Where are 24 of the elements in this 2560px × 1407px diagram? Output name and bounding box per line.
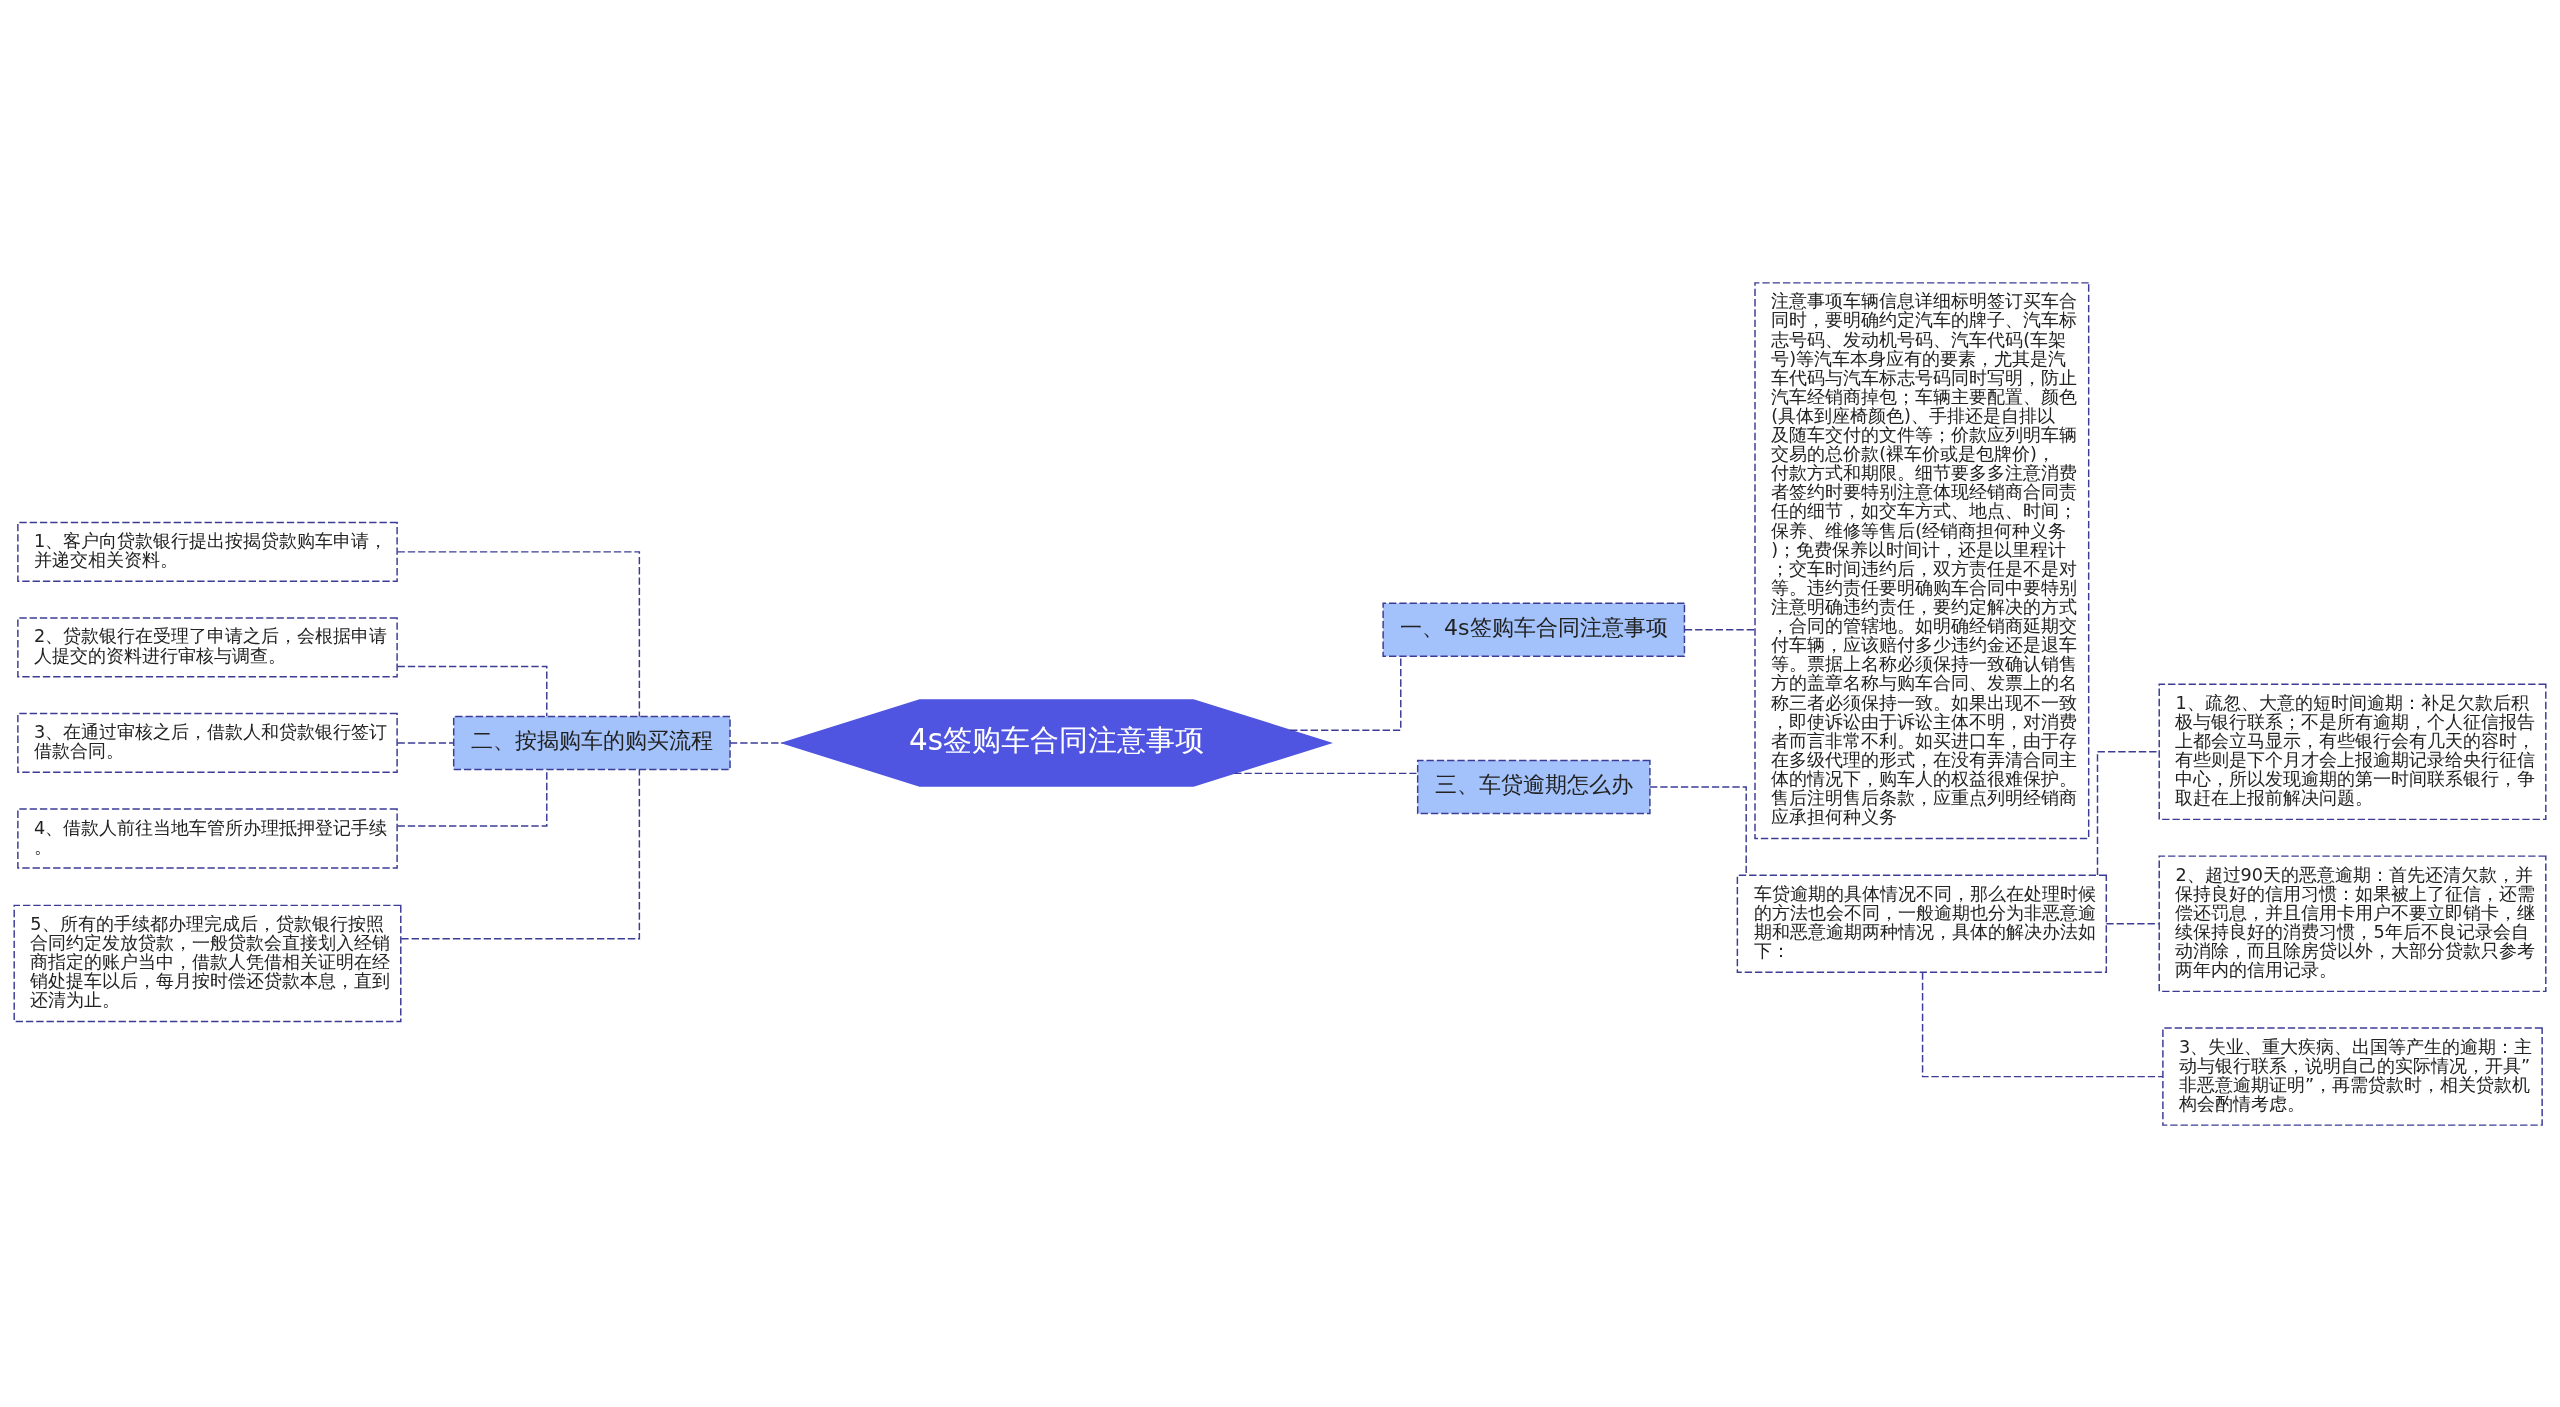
connector (396, 665, 548, 717)
connector (1649, 785, 1747, 876)
node-box: 注意事项车辆信息详细标明签订买车合同时，要明确约定汽车的牌子、汽车标志号码、发动机号码、汽车代码(车架号)等汽车本身应有的要素，尤其是汽车代码与汽车标志号码同时写明，防止汽车经销商掉包；车辆主要配置、颜色(具体到座椅颜色)、手排还是自排以及随车交付的文件等；价款应列明车辆交易的总价款(裸车价或是包牌价)，付款方式和期限。细节要多多注意消费者签约时要特别注意体现经销商合同责任的细节，如交车方式、地点、时间；保养、维修等售后(经销商担何种义务)；免费保养以时间计，还是以里程计；交车时间违约后，双方责任是不是对等。违约责任要明确购车合同中要特别注意明确违约责任，要约定解决的方式，合同的管辖地。如明确经销商延期交付车辆，应该赔付多少违约金还是退车等。票据上名称必须保持一致确认销售方的盖章名称与购车合同、发票上的名称三者必须保持一致。如果出现不一致，即使诉讼由于诉讼主体不明，对消费者而言非常不利。如买进口车，由于存在多级代理的形式，在没有弄清合同主体的情况下，购车人的权益很难保护。售后注明售后条款，应重点列明经销商应承担何种义务 (1754, 281, 2090, 839)
connector (396, 550, 641, 717)
node-box: 5、所有的手续都办理完成后，贷款银行按照合同约定发放贷款，一般贷款会直接划入经销商指定的账户当中，借款人凭借相关证明在经销处提车以后，每月按时偿还贷款本息，直到还清为止。 (13, 904, 402, 1022)
node-box: 二、按揭购车的购买流程 (452, 715, 731, 770)
node-box: 3、在通过审核之后，借款人和贷款银行签订借款合同。 (17, 712, 398, 773)
node-box: 1、疏忽、大意的短时间逾期：补足欠款后积极与银行联系；不是所有逾期，个人征信报告上都会立马显示，有些银行会有几天的容时，有些则是下个月才会上报逾期记录给央行征信中心，所以发现逾期的第一时间联系银行，争取赶在上报前解决问题。 (2158, 682, 2547, 820)
node-box: 1、客户向贷款银行提出按揭贷款购车申请，并递交相关资料。 (17, 521, 398, 582)
node-box: 三、车贷逾期怎么办 (1416, 759, 1651, 814)
connector (1921, 971, 2164, 1077)
connector (1233, 772, 1419, 774)
node-box: 3、失业、重大疾病、出国等产生的逾期：主动与银行联系，说明自己的实际情况，开具”非恶意逾期证明”，再需贷款时，相关贷款机构会酌情考虑。 (2162, 1026, 2543, 1126)
connector (396, 741, 455, 744)
node-box: 2、贷款银行在受理了申请之后，会根据申请人提交的资料进行审核与调查。 (17, 616, 398, 678)
connector (729, 741, 784, 744)
connector (400, 768, 641, 940)
connector (2105, 922, 2160, 924)
node-box: 车贷逾期的具体情况不同，那么在处理时候的方法也会不同，一般逾期也分为非恶意逾期和恶意逾期两种情况，具体的解决办法如下： (1736, 874, 2108, 973)
connector (2096, 750, 2160, 876)
connector (1684, 628, 1756, 630)
node-box: 4、借款人前往当地车管所办理抵押登记手续。 (17, 807, 398, 869)
node-box: 2、超过90天的恶意逾期：首先还清欠款，并保持良好的信用习惯：如果被上了征信，还需偿还罚息，并且信用卡用户不要立即销卡，继续保持良好的消费习惯，5年后不良记录会自动消除，而且除房贷以外，大部分贷款只参考两年内的信用记录。 (2158, 854, 2547, 992)
node-box: 一、4s签购车合同注意事项 (1382, 602, 1686, 657)
